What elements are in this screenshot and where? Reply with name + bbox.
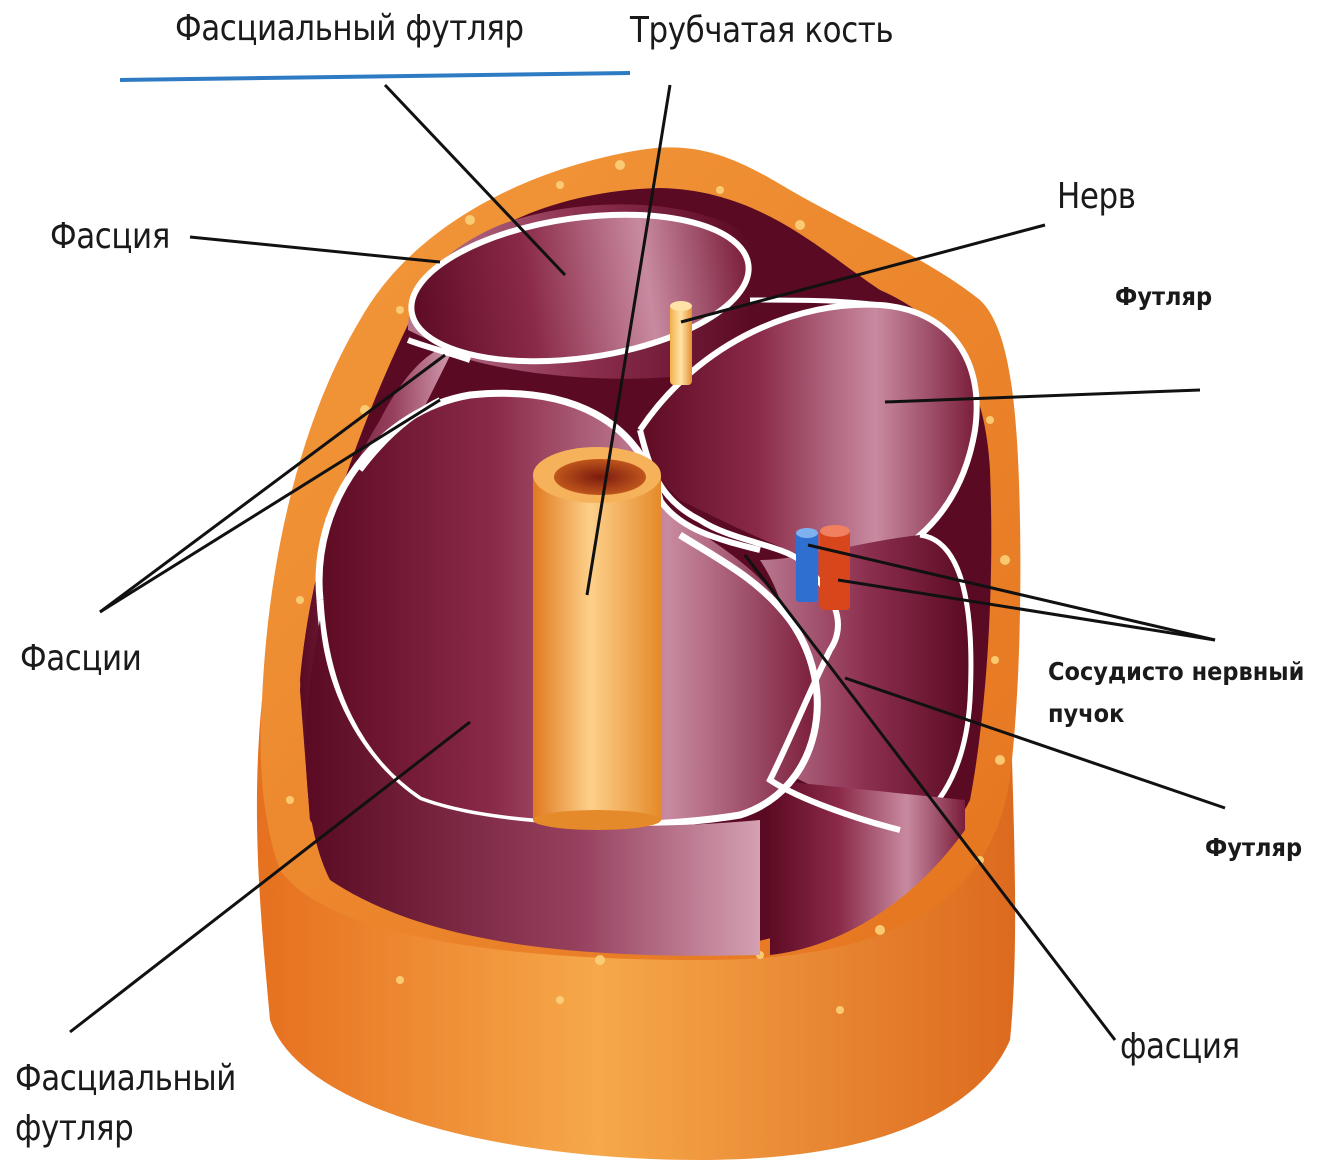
label-top-fascial-case: Фасциальный футляр xyxy=(175,10,524,48)
label-fasciae: Фасции xyxy=(20,640,141,678)
neurovascular-bundle xyxy=(796,525,850,610)
label-bottom-fascial-case-line2: футляр xyxy=(15,1110,133,1148)
label-case-right-top: Футляр xyxy=(1115,284,1212,310)
label-bottom-fascial-case-line1: Фасциальный xyxy=(15,1060,236,1098)
label-nerve: Нерв xyxy=(1057,178,1136,216)
label-tubular-bone: Трубчатая кость xyxy=(630,12,893,50)
label-fascia-lower: фасция xyxy=(1120,1028,1240,1066)
title-underline xyxy=(120,73,630,80)
nerve-trunk xyxy=(670,301,692,385)
label-neurovascular-bundle-line1: Сосудисто нервный xyxy=(1048,659,1304,685)
tubular-bone xyxy=(533,447,661,830)
pointer-fascia xyxy=(190,237,440,262)
label-fascia: Фасция xyxy=(50,218,170,256)
label-case-right-bottom: Футляр xyxy=(1205,835,1302,861)
label-neurovascular-bundle-line2: пучок xyxy=(1048,701,1124,727)
